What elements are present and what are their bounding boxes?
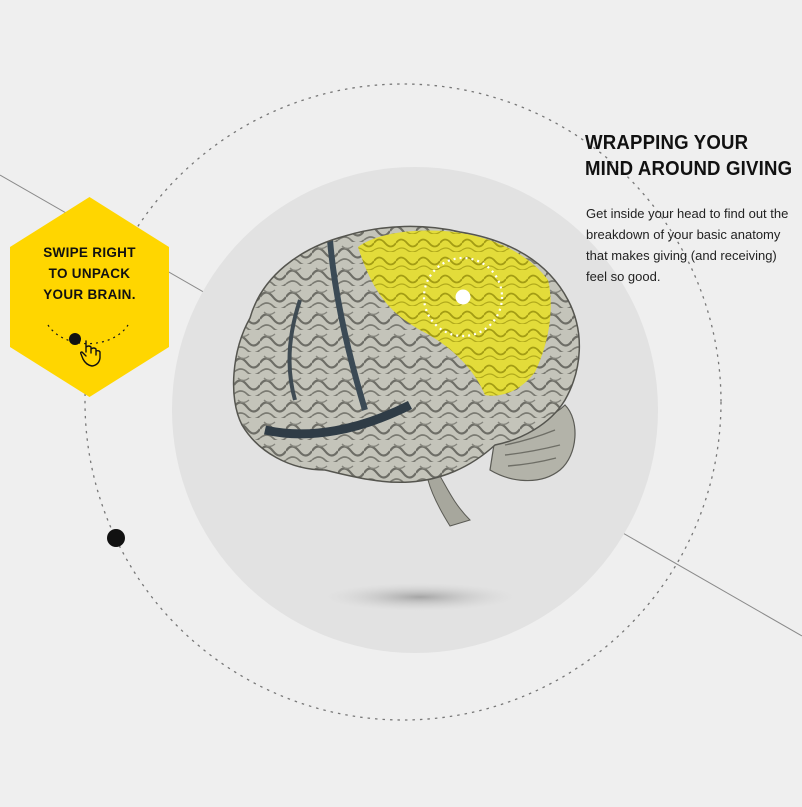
brain-region-hotspot[interactable] (422, 256, 504, 338)
hexagon-badge (10, 197, 169, 397)
swipe-prompt-line: TO UNPACK (48, 266, 131, 281)
brain-hotspot-ring (422, 256, 504, 338)
brain-illustration (232, 225, 581, 527)
brain-shadow (325, 583, 515, 611)
swipe-prompt-card[interactable]: SWIPE RIGHT TO UNPACK YOUR BRAIN. (10, 197, 169, 397)
swipe-hand-icon (79, 340, 101, 367)
page-title: WRAPPING YOUR MIND AROUND GIVING (585, 130, 793, 182)
page-title-line: MIND AROUND GIVING (585, 158, 793, 180)
orbit-navigation-dot[interactable] (107, 529, 125, 547)
orbit-ring (84, 83, 722, 721)
swipe-prompt-text: SWIPE RIGHT TO UNPACK YOUR BRAIN. (10, 242, 169, 305)
swipe-prompt-line: SWIPE RIGHT (43, 245, 136, 260)
swipe-prompt-line: YOUR BRAIN. (43, 287, 136, 302)
page-title-line: WRAPPING YOUR (585, 132, 749, 154)
intro-description: Get inside your head to find out the bre… (586, 206, 789, 284)
